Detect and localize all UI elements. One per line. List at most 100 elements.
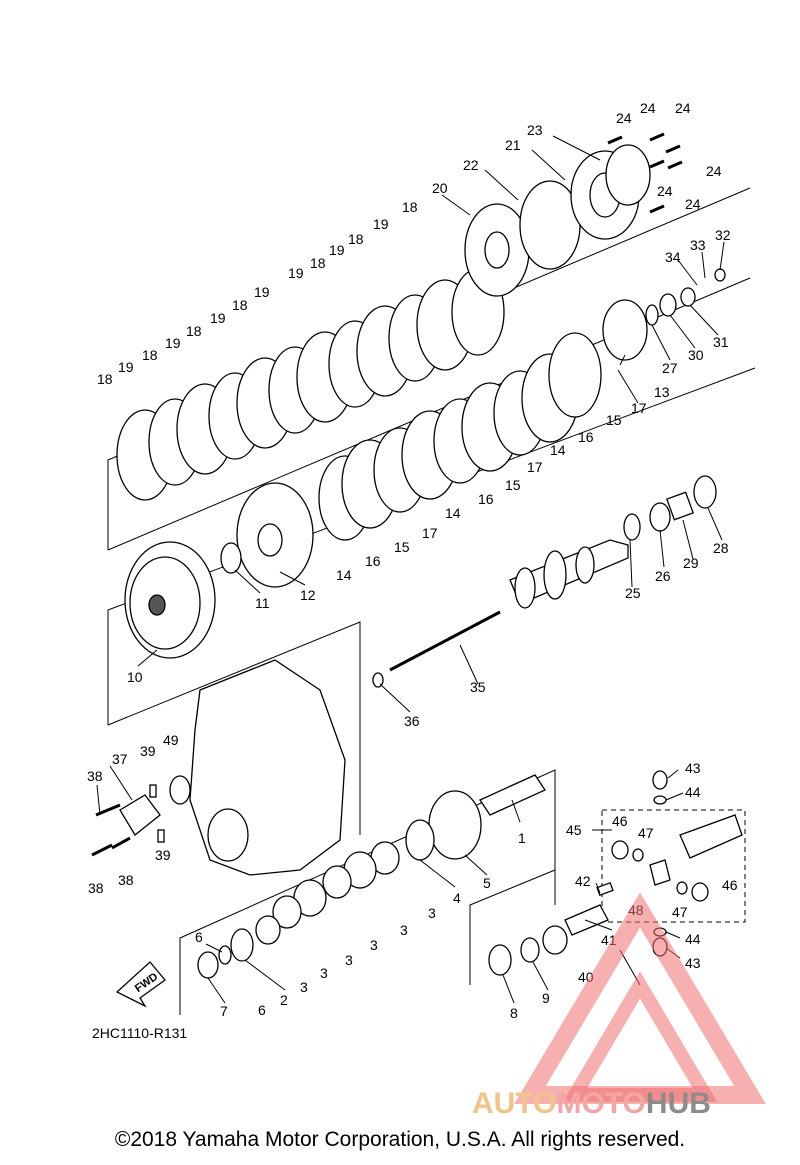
callout-18g: 18 <box>402 199 418 215</box>
shim-stack <box>255 841 400 945</box>
callout-18f: 18 <box>348 231 364 247</box>
washer-27 <box>645 304 659 326</box>
callout-38a: 38 <box>87 768 103 784</box>
callout-25: 25 <box>625 585 641 601</box>
callout-19e: 19 <box>288 265 304 281</box>
callout-34: 34 <box>665 249 681 265</box>
callout-24d: 24 <box>706 163 722 179</box>
gear-2 <box>230 928 254 962</box>
callout-16a: 16 <box>365 553 381 569</box>
retainer-plate <box>605 144 651 206</box>
dowel-39a <box>149 784 157 798</box>
callout-19g: 19 <box>373 216 389 232</box>
needle-bearing <box>693 475 717 509</box>
callout-15a: 15 <box>394 539 410 555</box>
callout-27: 27 <box>662 360 678 376</box>
callout-43b: 43 <box>685 955 701 971</box>
callout-32: 32 <box>715 227 731 243</box>
callout-18e: 18 <box>310 255 326 271</box>
callout-3e: 3 <box>400 922 408 938</box>
callout-31: 31 <box>713 334 729 350</box>
bolt-38c <box>111 836 131 850</box>
leader-lines <box>96 135 725 1004</box>
drive-axle <box>479 774 546 816</box>
cross-48 <box>649 859 671 886</box>
callout-44b: 44 <box>685 931 701 947</box>
callout-17b: 17 <box>527 459 543 475</box>
callout-3d: 3 <box>370 937 378 953</box>
callout-16c: 16 <box>578 429 594 445</box>
callout-12: 12 <box>300 587 316 603</box>
callout-23: 23 <box>527 122 543 138</box>
bearing-46a <box>611 840 629 860</box>
callout-49: 49 <box>163 732 179 748</box>
callout-35: 35 <box>470 679 486 695</box>
callout-11: 11 <box>255 595 270 611</box>
callout-47a: 47 <box>638 825 654 841</box>
copyright-notice: ©2018 Yamaha Motor Corporation, U.S.A. A… <box>114 1128 686 1151</box>
callout-24c: 24 <box>675 100 691 116</box>
callout-3b: 3 <box>320 965 328 981</box>
callout-30: 30 <box>688 347 704 363</box>
callout-19c: 19 <box>210 310 226 326</box>
callout-39b: 39 <box>155 847 171 863</box>
bearing-30 <box>659 293 677 317</box>
callout-18d: 18 <box>232 297 248 313</box>
callout-13: 13 <box>654 384 670 400</box>
crankcase-bore <box>207 808 249 862</box>
driven-gear-5 <box>428 790 482 860</box>
callout-29: 29 <box>683 555 699 571</box>
pump-cover <box>119 794 161 836</box>
yoke-40 <box>542 925 568 955</box>
bearing-7 <box>197 951 219 979</box>
callout-42: 42 <box>575 873 591 889</box>
callout-43a: 43 <box>685 760 701 776</box>
collar <box>666 491 694 521</box>
circlip <box>623 513 641 541</box>
callout-37: 37 <box>112 751 128 767</box>
callout-3a: 3 <box>300 979 308 995</box>
callout-1: 1 <box>518 830 526 846</box>
cap-43-top <box>652 770 668 790</box>
callout-17a: 17 <box>422 525 438 541</box>
callout-6a: 6 <box>195 929 203 945</box>
callout-3c: 3 <box>345 952 353 968</box>
bolt-42 <box>596 882 614 896</box>
callout-19b: 19 <box>165 335 181 351</box>
callout-3f: 3 <box>428 905 436 921</box>
main-axle-gear-c <box>575 546 595 584</box>
thrust-washer <box>220 542 242 574</box>
bolts-24 <box>607 132 683 214</box>
main-axle-gear-a <box>514 567 536 609</box>
yoke-45 <box>679 814 743 859</box>
callout-18a: 18 <box>97 371 113 387</box>
exploded-parts-diagram: 1 2 3 3 3 3 3 3 4 5 6 6 7 8 9 10 11 12 1… <box>87 100 766 1120</box>
callout-14a: 14 <box>336 567 352 583</box>
callout-4: 4 <box>453 890 461 906</box>
callout-5: 5 <box>483 875 491 891</box>
callout-39a: 39 <box>140 743 156 759</box>
clutch-boss-hub <box>257 523 283 557</box>
clip-47b <box>676 881 688 895</box>
bolt-32 <box>714 268 726 282</box>
callout-6b: 6 <box>258 1002 266 1018</box>
callout-44a: 44 <box>685 784 701 800</box>
callout-10: 10 <box>127 669 143 685</box>
lower-plate-stack <box>318 332 602 541</box>
bearing-46b <box>691 882 709 902</box>
pressure-plate-hub <box>484 231 510 269</box>
callout-24e: 24 <box>657 183 673 199</box>
washer-6 <box>218 945 232 965</box>
diagram-code: 2HC1110-R131 <box>92 1025 187 1041</box>
callout-14b: 14 <box>445 505 461 521</box>
callout-36: 36 <box>404 713 420 729</box>
bearing-8 <box>488 944 512 976</box>
wire-ring <box>602 299 648 361</box>
callout-19d: 19 <box>254 284 270 300</box>
callout-28: 28 <box>713 540 729 556</box>
dowel-39b <box>157 829 165 843</box>
callout-46b: 46 <box>722 877 738 893</box>
bearing <box>649 502 671 532</box>
callout-38c: 38 <box>88 880 104 896</box>
yoke-arm-41 <box>564 904 609 936</box>
